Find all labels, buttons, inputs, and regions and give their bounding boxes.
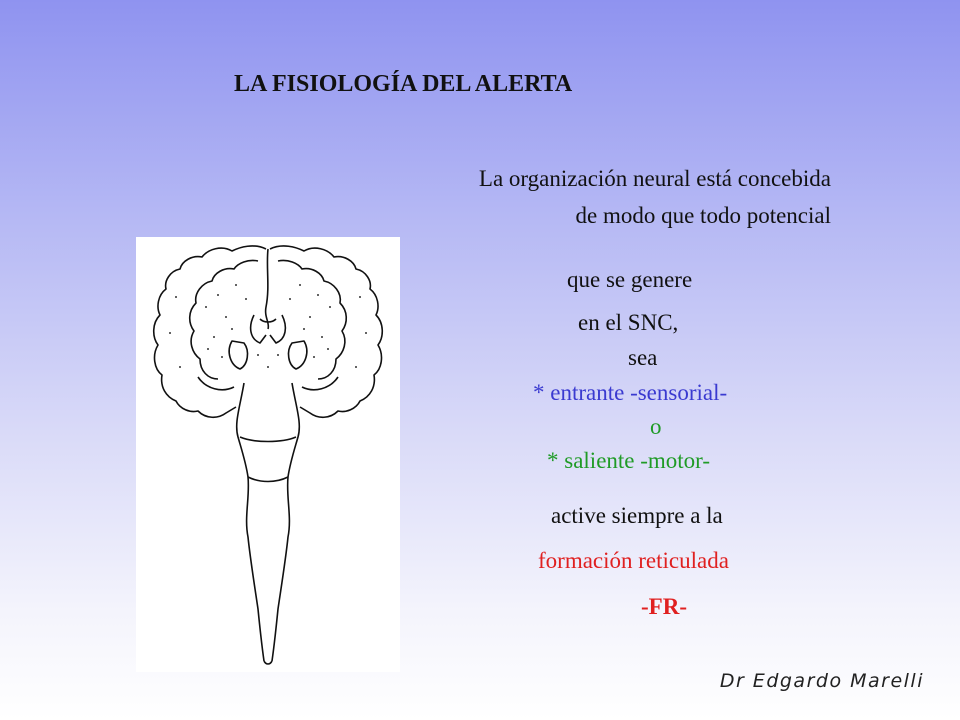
text-line-reticular-formation: formación reticulada <box>538 548 729 573</box>
text-line-or: o <box>650 414 662 439</box>
slide-title: LA FISIOLOGÍA DEL ALERTA <box>234 71 573 97</box>
brain-illustration-panel <box>136 237 400 672</box>
author-signature: Dr Edgardo Marelli <box>719 670 924 692</box>
brain-coronal-section-icon <box>152 245 384 665</box>
text-line-sensorial-input: * entrante -sensorial- <box>533 380 728 405</box>
text-line-activates: active siempre a la <box>551 503 723 528</box>
text-line-snc: en el SNC, <box>578 310 679 335</box>
text-line-generated: que se genere <box>567 267 693 292</box>
text-line-organization: La organización neural está concebida <box>478 166 831 191</box>
text-line-potential: de modo que todo potencial <box>575 203 832 228</box>
text-line-sea: sea <box>628 345 658 370</box>
text-line-motor-output: * saliente -motor- <box>547 448 711 473</box>
text-line-fr-abbreviation: -FR- <box>641 594 687 619</box>
